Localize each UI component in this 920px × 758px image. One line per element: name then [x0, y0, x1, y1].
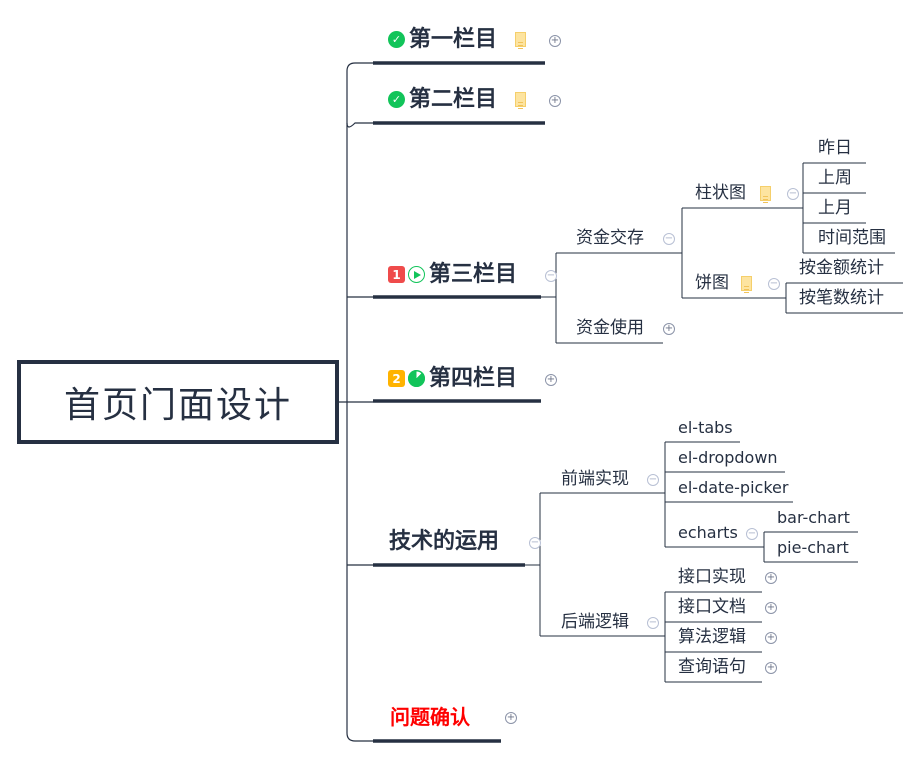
expand-toggle[interactable]: + — [765, 632, 777, 644]
collapse-toggle[interactable]: − — [529, 537, 541, 549]
expand-toggle[interactable]: + — [765, 602, 777, 614]
expand-toggle[interactable]: + — [549, 35, 561, 47]
expand-toggle[interactable]: + — [505, 712, 517, 724]
topic-el-tabs[interactable]: el-tabs — [678, 418, 733, 437]
root-topic-label: 首页门面设计 — [63, 385, 292, 426]
topic-el-dropdown[interactable]: el-dropdown — [678, 448, 778, 467]
note-icon[interactable] — [515, 32, 526, 47]
topic-backend[interactable]: 后端逻辑 — [561, 612, 629, 632]
task-start-icon — [408, 266, 425, 283]
branch-3-label[interactable]: 第三栏目 — [429, 261, 518, 287]
branch-6-label[interactable]: 问题确认 — [390, 705, 470, 729]
task-done-icon: ✓ — [388, 31, 405, 48]
collapse-toggle[interactable]: − — [768, 278, 780, 290]
topic-pie-chart[interactable]: 饼图 — [695, 273, 729, 293]
expand-toggle[interactable]: + — [663, 323, 675, 335]
collapse-toggle[interactable]: − — [663, 233, 675, 245]
topic-echarts[interactable]: echarts — [678, 523, 738, 542]
branch-4-label[interactable]: 第四栏目 — [429, 365, 518, 391]
topic-frontend[interactable]: 前端实现 — [561, 469, 629, 489]
topic-el-date-picker[interactable]: el-date-picker — [678, 478, 789, 497]
collapse-toggle[interactable]: − — [746, 528, 758, 540]
collapse-toggle[interactable]: − — [787, 188, 799, 200]
note-icon[interactable] — [760, 186, 771, 201]
collapse-toggle[interactable]: − — [647, 474, 659, 486]
topic-by-count[interactable]: 按笔数统计 — [799, 288, 884, 308]
collapse-toggle[interactable]: − — [647, 617, 659, 629]
topic-time-range[interactable]: 时间范围 — [818, 228, 886, 248]
topic-algorithm[interactable]: 算法逻辑 — [678, 627, 746, 647]
task-done-icon: ✓ — [388, 91, 405, 108]
branch-5-label[interactable]: 技术的运用 — [389, 528, 500, 554]
root-topic[interactable]: 首页门面设计 — [17, 360, 339, 444]
topic-bar-chart-component[interactable]: bar-chart — [777, 508, 850, 527]
priority-1-icon: 1 — [388, 266, 405, 283]
topic-by-amount[interactable]: 按金额统计 — [799, 258, 884, 278]
note-icon[interactable] — [741, 276, 752, 291]
branch-2-label[interactable]: 第二栏目 — [409, 86, 498, 112]
task-progress-icon — [408, 370, 425, 387]
note-icon[interactable] — [515, 92, 526, 107]
branch-1-label[interactable]: 第一栏目 — [409, 26, 498, 52]
topic-bar-chart[interactable]: 柱状图 — [695, 183, 746, 203]
expand-toggle[interactable]: + — [549, 95, 561, 107]
expand-toggle[interactable]: + — [765, 572, 777, 584]
topic-pie-chart-component[interactable]: pie-chart — [777, 538, 849, 557]
expand-toggle[interactable]: + — [765, 662, 777, 674]
topic-api-docs[interactable]: 接口文档 — [678, 597, 746, 617]
topic-last-month[interactable]: 上月 — [818, 198, 852, 218]
topic-last-week[interactable]: 上周 — [818, 168, 852, 188]
expand-toggle[interactable]: + — [545, 374, 557, 386]
topic-yesterday[interactable]: 昨日 — [818, 138, 852, 158]
topic-fund-deposit[interactable]: 资金交存 — [576, 228, 644, 248]
collapse-toggle[interactable]: − — [545, 270, 557, 282]
topic-api-impl[interactable]: 接口实现 — [678, 567, 746, 587]
priority-2-icon: 2 — [388, 370, 405, 387]
topic-fund-usage[interactable]: 资金使用 — [576, 318, 644, 338]
topic-query[interactable]: 查询语句 — [678, 657, 746, 677]
